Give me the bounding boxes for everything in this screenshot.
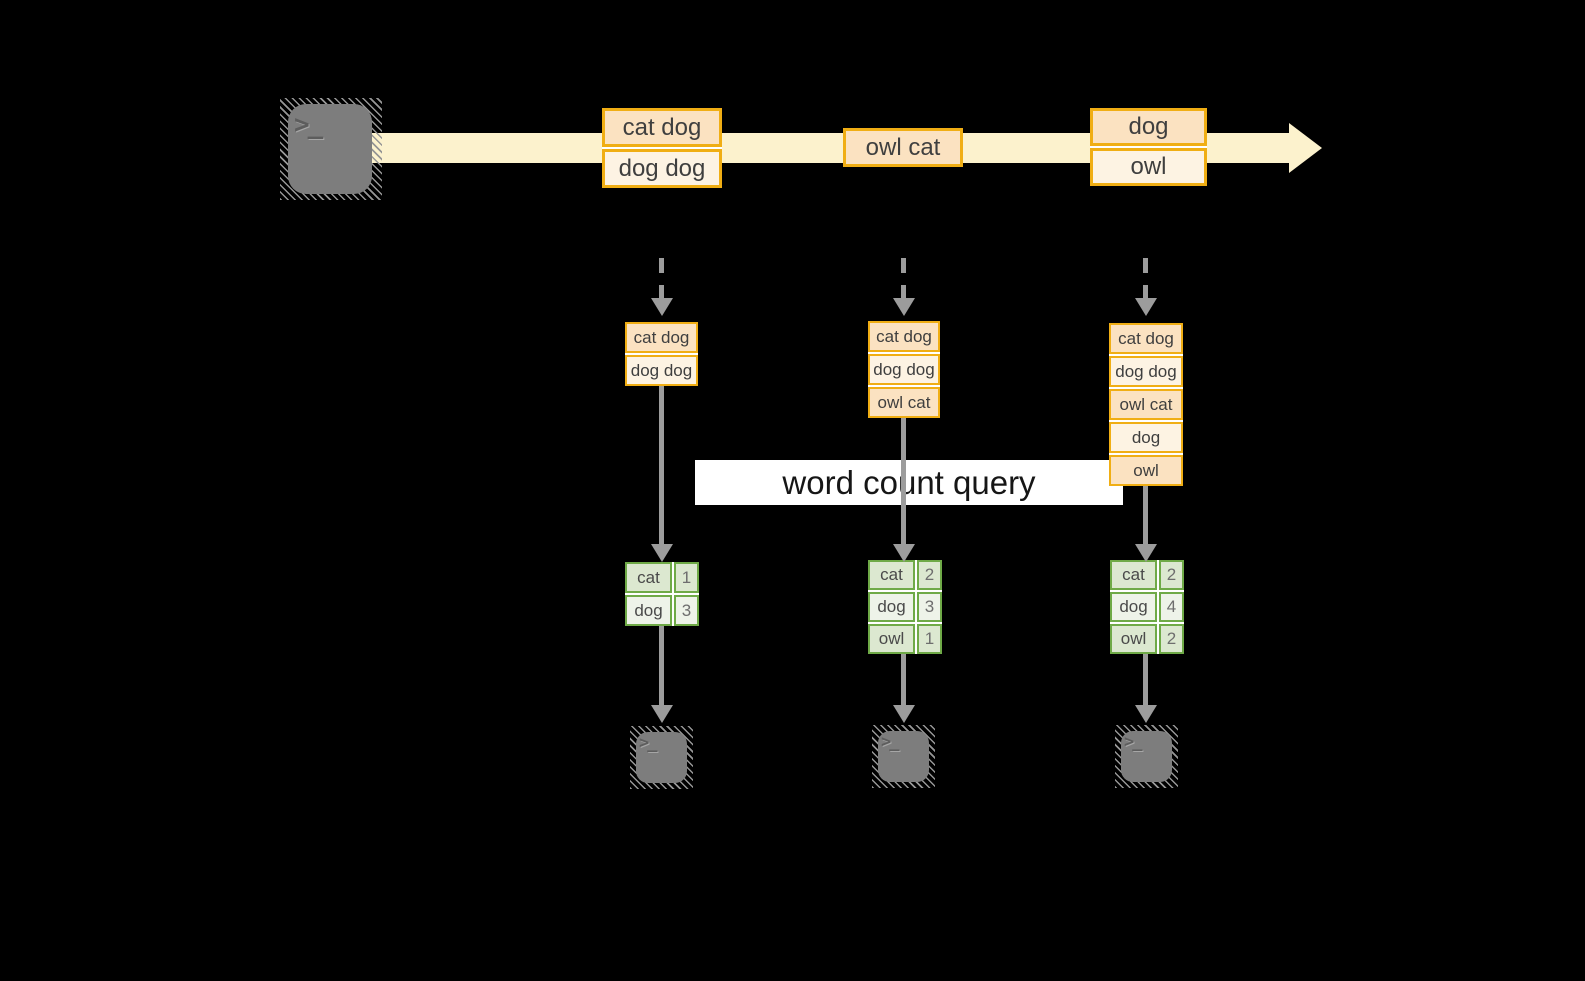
output-arrow [1143, 654, 1148, 705]
dashed-arrowhead-icon [1135, 298, 1157, 316]
terminal-prompt-icon: >_ [294, 110, 323, 140]
terminal-prompt-icon: >_ [881, 732, 900, 752]
stream-batch-3: dog owl [1090, 108, 1207, 186]
terminal-prompt-icon: >_ [639, 733, 658, 753]
query-arrowhead-icon [893, 544, 915, 562]
buffer-record: dog dog [868, 354, 940, 385]
dashed-arrow [659, 258, 664, 300]
count-cell: 3 [674, 595, 699, 626]
stream-record: cat dog [602, 108, 722, 147]
buffer-record: dog dog [1109, 356, 1183, 387]
query-arrow [659, 386, 664, 544]
word-count-table-1: cat 1 dog 3 [625, 562, 699, 626]
buffer-record: dog dog [625, 355, 698, 386]
stream-record: owl [1090, 148, 1207, 186]
input-buffer-2: cat dog dog dog owl cat [868, 321, 940, 418]
query-arrowhead-icon [1135, 544, 1157, 562]
buffer-record: dog [1109, 422, 1183, 453]
stream-timeline-arrowhead-icon [1289, 123, 1322, 173]
word-cell: cat [625, 562, 672, 593]
count-cell: 2 [1159, 624, 1184, 654]
stream-batch-1: cat dog dog dog [602, 108, 722, 188]
buffer-record: cat dog [1109, 323, 1183, 354]
terminal-screen [878, 731, 929, 782]
count-cell: 2 [917, 560, 942, 590]
word-count-table-2: cat 2 dog 3 owl 1 [868, 560, 942, 654]
sink-terminal-icon: >_ [872, 725, 935, 788]
count-cell: 4 [1159, 592, 1184, 622]
buffer-record: cat dog [625, 322, 698, 353]
count-cell: 1 [917, 624, 942, 654]
terminal-prompt-icon: >_ [1124, 732, 1143, 752]
word-cell: owl [1110, 624, 1157, 654]
count-cell: 1 [674, 562, 699, 593]
query-arrowhead-icon [651, 544, 673, 562]
query-arrow [901, 418, 906, 544]
sink-terminal-icon: >_ [630, 726, 693, 789]
count-cell: 3 [917, 592, 942, 622]
stream-record: dog dog [602, 149, 722, 188]
query-banner: word count query [695, 460, 1123, 505]
terminal-screen [288, 104, 372, 194]
output-arrowhead-icon [893, 705, 915, 723]
stream-record: dog [1090, 108, 1207, 146]
sink-terminal-icon: >_ [1115, 725, 1178, 788]
word-count-table-3: cat 2 dog 4 owl 2 [1110, 560, 1184, 654]
word-cell: dog [1110, 592, 1157, 622]
buffer-record: owl cat [868, 387, 940, 418]
count-cell: 2 [1159, 560, 1184, 590]
output-arrow [901, 654, 906, 705]
word-cell: dog [625, 595, 672, 626]
input-buffer-1: cat dog dog dog [625, 322, 698, 386]
output-arrow [659, 626, 664, 705]
query-label: word count query [782, 463, 1036, 501]
buffer-record: cat dog [868, 321, 940, 352]
input-buffer-3: cat dog dog dog owl cat dog owl [1109, 323, 1183, 486]
buffer-record: owl cat [1109, 389, 1183, 420]
terminal-screen [636, 732, 687, 783]
terminal-screen [1121, 731, 1172, 782]
source-terminal-icon: >_ [280, 98, 382, 200]
dashed-arrowhead-icon [893, 298, 915, 316]
stream-record: owl cat [843, 128, 963, 167]
stream-batch-2: owl cat [843, 128, 963, 167]
dashed-arrow [901, 258, 906, 300]
dashed-arrow [1143, 258, 1148, 300]
word-cell: owl [868, 624, 915, 654]
word-cell: dog [868, 592, 915, 622]
output-arrowhead-icon [1135, 705, 1157, 723]
query-arrow [1143, 486, 1148, 544]
word-cell: cat [868, 560, 915, 590]
dashed-arrowhead-icon [651, 298, 673, 316]
buffer-record: owl [1109, 455, 1183, 486]
word-cell: cat [1110, 560, 1157, 590]
output-arrowhead-icon [651, 705, 673, 723]
